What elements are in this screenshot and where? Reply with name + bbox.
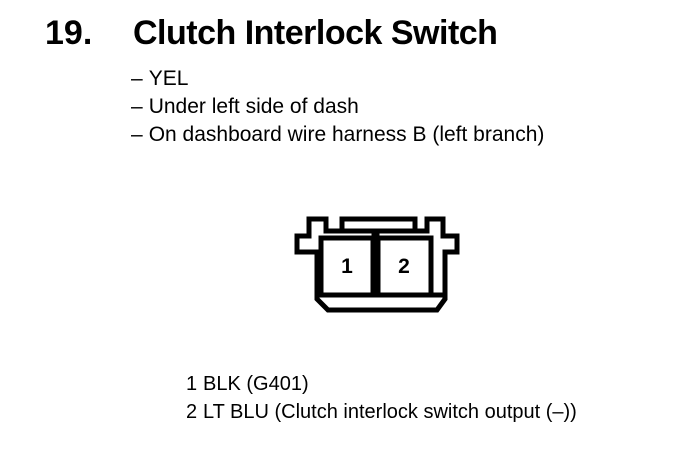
bullet-dash: – (131, 67, 143, 90)
connector-diagram: 1 2 (294, 216, 460, 313)
pin-number-1: 1 (341, 255, 353, 278)
note-line: –On dashboard wire harness B (left branc… (131, 121, 544, 149)
note-line: –YEL (131, 65, 544, 93)
page-title: Clutch Interlock Switch (133, 14, 498, 52)
pin-cavity-1 (318, 235, 376, 298)
note-line: –Under left side of dash (131, 93, 544, 121)
legend-pin-desc: LT BLU (Clutch interlock switch output (… (203, 401, 577, 423)
notes-list: –YEL –Under left side of dash –On dashbo… (131, 65, 544, 149)
note-text-wire-color: YEL (148, 67, 189, 90)
section-number: 19. (45, 14, 93, 52)
note-text-harness: On dashboard wire harness B (left branch… (148, 123, 545, 146)
legend-pin-number: 2 (186, 401, 198, 423)
legend-pin-desc: BLK (G401) (203, 373, 309, 395)
legend-pin-number: 1 (186, 373, 198, 395)
bullet-dash: – (131, 123, 143, 146)
pin-number-2: 2 (398, 255, 410, 278)
pin-cavity-2 (375, 235, 434, 298)
connector-top-rib (339, 216, 418, 234)
note-text-location: Under left side of dash (148, 95, 359, 118)
bullet-dash: – (131, 95, 143, 118)
